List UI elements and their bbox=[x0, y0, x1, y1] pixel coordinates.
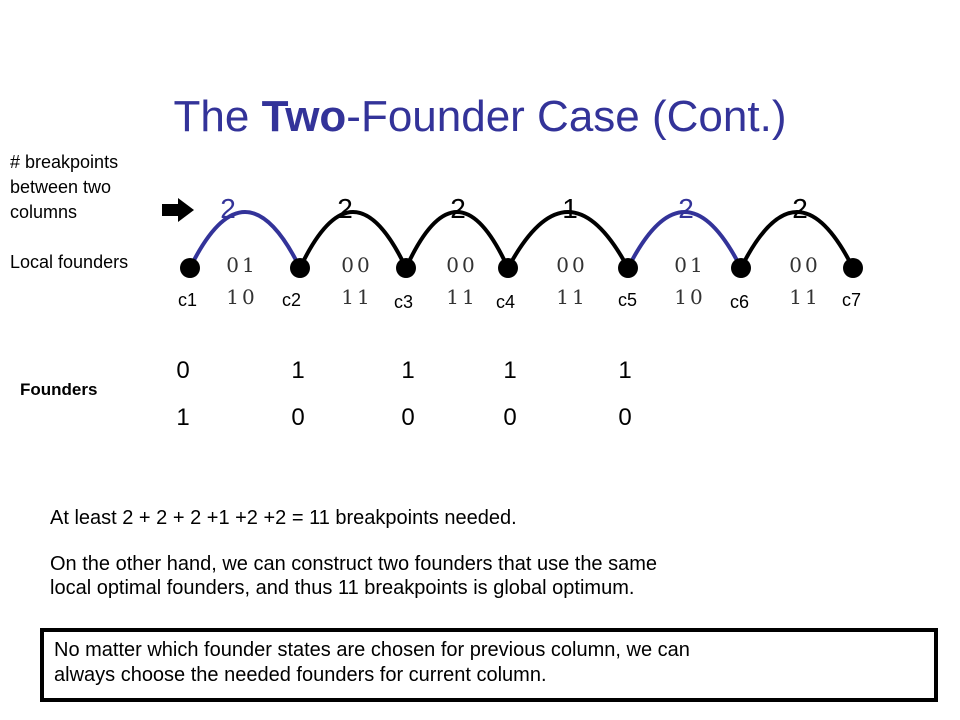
founder-value-top: 1 bbox=[291, 357, 304, 384]
breakpoints-label-line: columns bbox=[10, 202, 78, 222]
column-label: c4 bbox=[496, 292, 515, 312]
founders-label: Founders bbox=[20, 380, 98, 399]
founder-value-bottom: 0 bbox=[401, 404, 414, 431]
title-bold: Two bbox=[261, 92, 347, 141]
column-node bbox=[498, 258, 518, 278]
founder-value-bottom: 0 bbox=[618, 404, 631, 431]
local-founder-bottom: 11 bbox=[446, 285, 477, 309]
founder-value-bottom: 0 bbox=[291, 404, 304, 431]
breakpoint-count: 1 bbox=[562, 193, 578, 224]
breakpoint-count: 2 bbox=[337, 193, 353, 224]
conclusion-line: No matter which founder states are chose… bbox=[54, 639, 690, 661]
breakpoint-arc bbox=[739, 210, 855, 269]
column-node bbox=[731, 258, 751, 278]
arrow-right-icon bbox=[162, 198, 194, 222]
founder-value-bottom: 1 bbox=[176, 404, 189, 431]
column-label: c5 bbox=[618, 290, 637, 310]
breakpoint-arc bbox=[506, 210, 630, 269]
breakpoint-arc bbox=[298, 210, 408, 269]
page-title: The Two-Founder Case (Cont.) bbox=[0, 92, 960, 142]
breakpoints-label: # breakpoints between two columns bbox=[10, 150, 118, 225]
breakpoint-sum-text: At least 2 + 2 + 2 +1 +2 +2 = 11 breakpo… bbox=[50, 507, 517, 529]
local-founder-top: 00 bbox=[341, 253, 372, 277]
column-node bbox=[843, 258, 863, 278]
column-label: c7 bbox=[842, 290, 861, 310]
founder-value-bottom: 0 bbox=[503, 404, 516, 431]
breakpoints-label-line: # breakpoints bbox=[10, 152, 119, 172]
column-node bbox=[618, 258, 638, 278]
breakpoints-label-line: between two bbox=[10, 177, 112, 197]
breakpoint-count: 2 bbox=[678, 193, 694, 224]
breakpoint-count: 2 bbox=[792, 193, 808, 224]
breakpoint-arc bbox=[626, 210, 743, 269]
local-founder-top: 01 bbox=[674, 253, 705, 277]
local-founder-top: 00 bbox=[789, 253, 820, 277]
conclusion-box: No matter which founder states are chose… bbox=[40, 628, 938, 702]
column-label: c3 bbox=[394, 292, 413, 312]
construction-text-line: local optimal founders, and thus 11 brea… bbox=[50, 577, 635, 599]
column-node bbox=[396, 258, 416, 278]
construction-text-line: On the other hand, we can construct two … bbox=[50, 553, 658, 575]
local-founders-label: Local founders bbox=[10, 252, 129, 272]
column-label: c1 bbox=[178, 290, 197, 310]
founder-value-top: 1 bbox=[618, 357, 631, 384]
founder-value-top: 0 bbox=[176, 357, 189, 384]
column-node bbox=[180, 258, 200, 278]
local-founder-bottom: 11 bbox=[341, 285, 372, 309]
local-founder-top: 01 bbox=[226, 253, 257, 277]
local-founder-top: 00 bbox=[556, 253, 587, 277]
breakpoint-count: 2 bbox=[220, 193, 236, 224]
column-label: c2 bbox=[282, 290, 301, 310]
conclusion-line: always choose the needed founders for cu… bbox=[54, 664, 547, 686]
title-pre: The bbox=[173, 92, 262, 141]
local-founder-bottom: 11 bbox=[789, 285, 820, 309]
founder-value-top: 1 bbox=[503, 357, 516, 384]
column-label: c6 bbox=[730, 292, 749, 312]
title-post: -Founder Case (Cont.) bbox=[346, 92, 787, 141]
column-node bbox=[290, 258, 310, 278]
local-founder-top: 00 bbox=[446, 253, 477, 277]
founder-value-top: 1 bbox=[401, 357, 414, 384]
breakpoint-count: 2 bbox=[450, 193, 466, 224]
breakpoint-arc bbox=[188, 210, 302, 269]
local-founder-bottom: 10 bbox=[226, 285, 257, 309]
breakpoint-arc bbox=[404, 210, 510, 269]
local-founder-bottom: 10 bbox=[674, 285, 705, 309]
construction-text: On the other hand, we can construct two … bbox=[50, 552, 657, 600]
local-founder-bottom: 11 bbox=[556, 285, 587, 309]
